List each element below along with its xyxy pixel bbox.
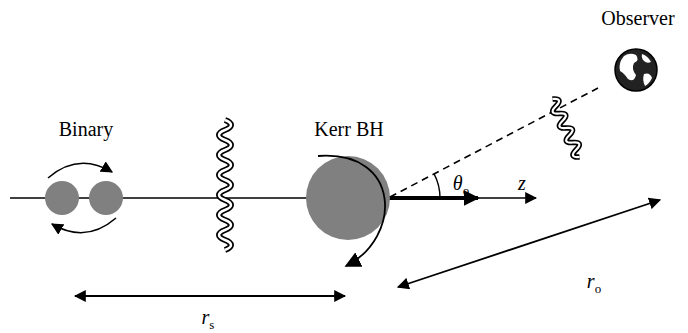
angle-label: θo (453, 173, 469, 197)
rotation-arrow (318, 156, 385, 266)
z-axis (10, 197, 536, 199)
gravitational-wave (548, 97, 585, 159)
observer-label: Observer (601, 8, 674, 28)
orbit-arrow (48, 163, 112, 178)
binary-star (45, 181, 79, 215)
distance-arrow (398, 200, 660, 287)
gravitational-wave (219, 120, 231, 250)
distance-label: ro (587, 271, 601, 295)
axis-label: z (518, 173, 526, 193)
distance-arrow (75, 295, 345, 297)
kerr-black-hole (306, 156, 390, 240)
line-of-sight (390, 88, 598, 197)
distance-label: rs (202, 307, 215, 331)
angle-arc (434, 174, 440, 198)
earth-icon (615, 49, 657, 91)
binary-star (89, 181, 123, 215)
binary-label: Binary (59, 119, 113, 139)
orbit-arrow (52, 218, 116, 233)
black-hole-label: Kerr BH (314, 119, 383, 139)
